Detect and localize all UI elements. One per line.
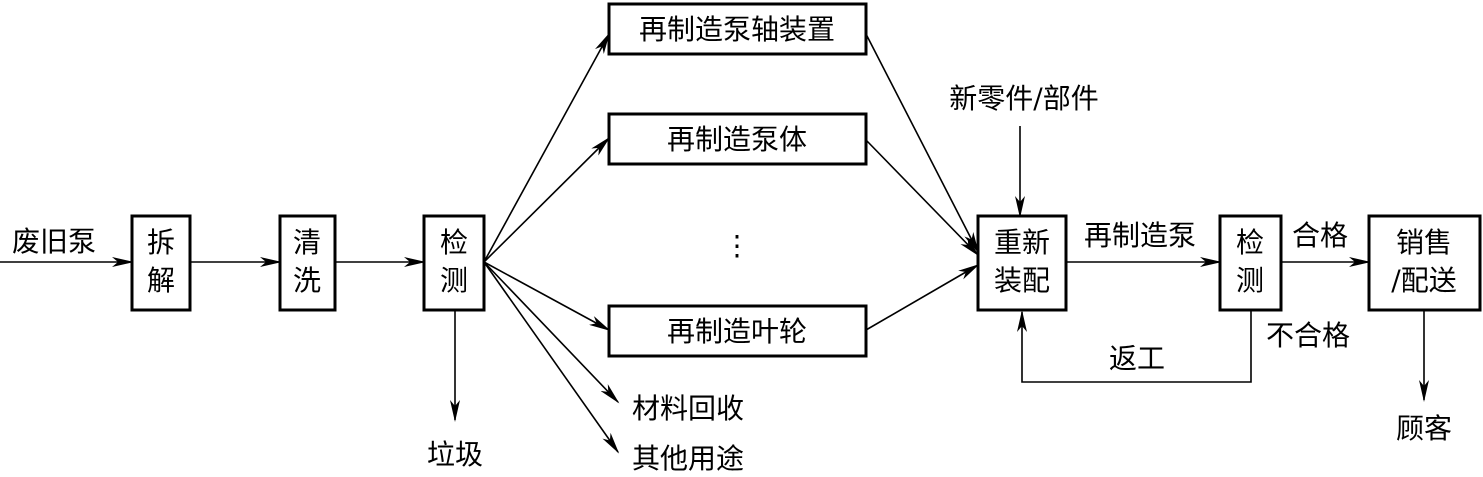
edge-shaft-to-reassembly bbox=[865, 33, 979, 254]
node-reman-impeller: 再制造叶轮 bbox=[607, 304, 868, 358]
node-cleaning-line2: 洗 bbox=[293, 264, 321, 297]
label-rework: 返工 bbox=[1109, 342, 1165, 375]
ellipsis-more-parts: ⋮ bbox=[723, 229, 751, 262]
label-unqualified: 不合格 bbox=[1266, 319, 1350, 352]
node-reman-impeller-label: 再制造叶轮 bbox=[667, 315, 807, 348]
node-disassembly: 拆 解 bbox=[130, 214, 192, 312]
edge-impeller-to-reassembly bbox=[865, 263, 980, 331]
edge-inspection-to-shaft bbox=[483, 32, 610, 263]
node-disassembly-line2: 解 bbox=[147, 264, 175, 297]
node-cleaning: 清 洗 bbox=[278, 214, 337, 312]
label-reman-pump: 再制造泵 bbox=[1084, 219, 1196, 252]
node-inspection: 检 测 bbox=[422, 214, 486, 312]
node-reassembly-line2: 装配 bbox=[994, 264, 1050, 297]
node-reassembly-line1: 重新 bbox=[994, 226, 1050, 259]
label-input-waste-pump: 废旧泵 bbox=[12, 225, 96, 258]
node-sales: 销售 /配送 bbox=[1367, 214, 1482, 312]
edge-inspection-to-recycling bbox=[483, 261, 620, 404]
label-new-parts: 新零件/部件 bbox=[949, 82, 1098, 115]
edge-inspection-to-body bbox=[483, 136, 611, 263]
node-reassembly: 重新 装配 bbox=[976, 214, 1068, 312]
edges bbox=[0, 32, 1429, 454]
label-waste: 垃圾 bbox=[427, 438, 483, 471]
node-reman-shaft-label: 再制造泵轴装置 bbox=[639, 13, 835, 46]
node-inspection-line2: 测 bbox=[440, 264, 468, 297]
node-cleaning-line1: 清 bbox=[293, 226, 321, 259]
node-sales-line2: /配送 bbox=[1391, 264, 1456, 297]
node-disassembly-line1: 拆 bbox=[147, 226, 175, 259]
node-inspection-line1: 检 bbox=[440, 226, 468, 259]
node-reman-shaft: 再制造泵轴装置 bbox=[607, 2, 868, 56]
edge-inspection-to-impeller bbox=[483, 261, 611, 331]
edge-inspection-to-other-uses bbox=[483, 261, 620, 454]
label-material-recycling: 材料回收 bbox=[632, 392, 744, 425]
node-sales-line1: 销售 bbox=[1396, 226, 1452, 259]
node-reman-body: 再制造泵体 bbox=[607, 112, 868, 166]
label-qualified: 合格 bbox=[1292, 219, 1348, 252]
label-customer: 顾客 bbox=[1396, 412, 1452, 445]
label-other-uses: 其他用途 bbox=[632, 442, 744, 475]
node-reman-body-label: 再制造泵体 bbox=[667, 123, 807, 156]
edge-body-to-reassembly bbox=[865, 139, 980, 257]
node-inspection2: 检 测 bbox=[1218, 214, 1283, 312]
node-inspection2-line1: 检 bbox=[1236, 226, 1264, 259]
node-inspection2-line2: 测 bbox=[1236, 264, 1264, 297]
edge-rework-loop bbox=[1017, 310, 1252, 383]
